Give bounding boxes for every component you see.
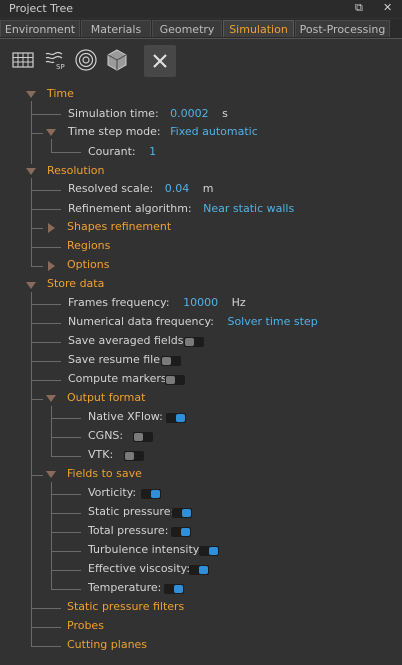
temperature-label: Temperature: (88, 581, 162, 594)
resolution-expand-icon[interactable] (26, 168, 36, 175)
static-pressure-toggle[interactable] (172, 508, 192, 518)
fields-to-save-expand-icon[interactable] (46, 471, 56, 478)
save-averaged-fields-label: Save averaged fields: (68, 334, 188, 347)
tab-bar: Environment Materials Geometry Simulatio… (0, 19, 402, 39)
simulation-time-value[interactable]: 0.0002 (170, 107, 209, 120)
grid-icon[interactable] (9, 46, 37, 74)
cgns-label: CGNS: (88, 429, 124, 442)
resolved-scale-unit: m (202, 182, 214, 195)
resolved-scale-label: Resolved scale: (68, 182, 154, 195)
fields-to-save-item[interactable]: Fields to save (67, 467, 142, 480)
tab-geometry[interactable]: Geometry (152, 20, 222, 37)
courant-value[interactable]: 1 (149, 145, 157, 158)
time-step-mode-expand-icon[interactable] (46, 129, 56, 136)
tab-materials[interactable]: Materials (81, 20, 151, 37)
vtk-label: VTK: (88, 448, 114, 461)
resolved-scale-row[interactable]: Resolved scale: 0.04 m (68, 180, 213, 198)
window-title: Project Tree (9, 2, 74, 15)
svg-text:SP: SP (56, 63, 65, 71)
shapes-refinement-expand-icon[interactable] (48, 223, 55, 233)
temperature-toggle[interactable] (164, 584, 184, 594)
time-step-mode-label: Time step mode: (68, 125, 161, 138)
title-bar: Project Tree ⧉ ✕ (0, 0, 402, 18)
time-step-mode-value[interactable]: Fixed automatic (170, 125, 258, 138)
refinement-algorithm-label: Refinement algorithm: (68, 202, 192, 215)
effective-viscosity-toggle[interactable] (189, 565, 209, 575)
simulation-time-row[interactable]: Simulation time: 0.0002 s (68, 105, 228, 123)
target-icon[interactable] (72, 46, 100, 74)
cutting-planes-item[interactable]: Cutting planes (67, 638, 148, 651)
resolved-scale-value[interactable]: 0.04 (164, 182, 190, 195)
static-pressure-filters-item[interactable]: Static pressure filters (67, 600, 185, 613)
output-format-expand-icon[interactable] (46, 395, 56, 402)
static-pressure-label: Static pressure: (88, 505, 175, 518)
tab-environment[interactable]: Environment (0, 20, 80, 37)
vorticity-label: Vorticity: (88, 486, 137, 499)
compute-markers-label: Compute markers: (68, 372, 171, 385)
simulation-time-unit: s (222, 107, 228, 120)
close-window-icon[interactable]: ✕ (383, 1, 393, 14)
time-step-mode-row[interactable]: Time step mode: Fixed automatic (68, 123, 258, 141)
time-expand-icon[interactable] (26, 91, 36, 98)
toolbar: SP (0, 42, 402, 82)
courant-label: Courant: (88, 145, 136, 158)
numerical-data-frequency-value[interactable]: Solver time step (227, 315, 318, 328)
save-averaged-fields-toggle[interactable] (184, 337, 204, 347)
refinement-algorithm-value[interactable]: Near static walls (203, 202, 295, 215)
shapes-refinement-item[interactable]: Shapes refinement (67, 220, 172, 233)
cgns-toggle[interactable] (133, 432, 153, 442)
store-data-expand-icon[interactable] (26, 282, 36, 289)
tab-post-processing[interactable]: Post-Processing (295, 20, 390, 37)
frames-frequency-value[interactable]: 10000 (183, 296, 219, 309)
close-icon[interactable] (144, 45, 176, 77)
output-format-item[interactable]: Output format (67, 391, 146, 404)
save-resume-file-toggle[interactable] (161, 356, 181, 366)
regions-item[interactable]: Regions (67, 239, 111, 252)
native-xflow-label: Native XFlow: (88, 410, 163, 423)
float-window-icon[interactable]: ⧉ (355, 1, 363, 14)
section-resolution[interactable]: Resolution (47, 164, 105, 177)
simulation-time-label: Simulation time: (68, 107, 159, 120)
section-time[interactable]: Time (47, 87, 74, 100)
native-xflow-toggle[interactable] (166, 413, 186, 423)
section-store-data[interactable]: Store data (47, 277, 105, 290)
probes-item[interactable]: Probes (67, 619, 104, 632)
options-expand-icon[interactable] (48, 261, 55, 271)
refinement-algorithm-row[interactable]: Refinement algorithm: Near static walls (68, 200, 294, 218)
total-pressure-label: Total pressure: (88, 524, 169, 537)
frames-frequency-row[interactable]: Frames frequency: 10000 Hz (68, 294, 246, 312)
total-pressure-toggle[interactable] (171, 527, 191, 537)
courant-row[interactable]: Courant: 1 (88, 143, 156, 161)
options-item[interactable]: Options (67, 258, 110, 271)
vorticity-toggle[interactable] (141, 489, 161, 499)
cube-icon[interactable] (103, 46, 131, 74)
effective-viscosity-label: Effective viscosity: (88, 562, 191, 575)
numerical-data-frequency-label: Numerical data frequency: (68, 315, 214, 328)
turbulence-intensity-label: Turbulence intensity: (88, 543, 203, 556)
wave-sp-icon[interactable]: SP (41, 46, 69, 74)
turbulence-intensity-toggle[interactable] (199, 546, 219, 556)
save-resume-file-label: Save resume file: (68, 353, 164, 366)
tab-simulation[interactable]: Simulation (223, 20, 294, 37)
compute-markers-toggle[interactable] (165, 375, 185, 385)
vtk-toggle[interactable] (124, 451, 144, 461)
frames-frequency-unit: Hz (231, 296, 246, 309)
frames-frequency-label: Frames frequency: (68, 296, 170, 309)
numerical-data-frequency-row[interactable]: Numerical data frequency: Solver time st… (68, 313, 318, 331)
